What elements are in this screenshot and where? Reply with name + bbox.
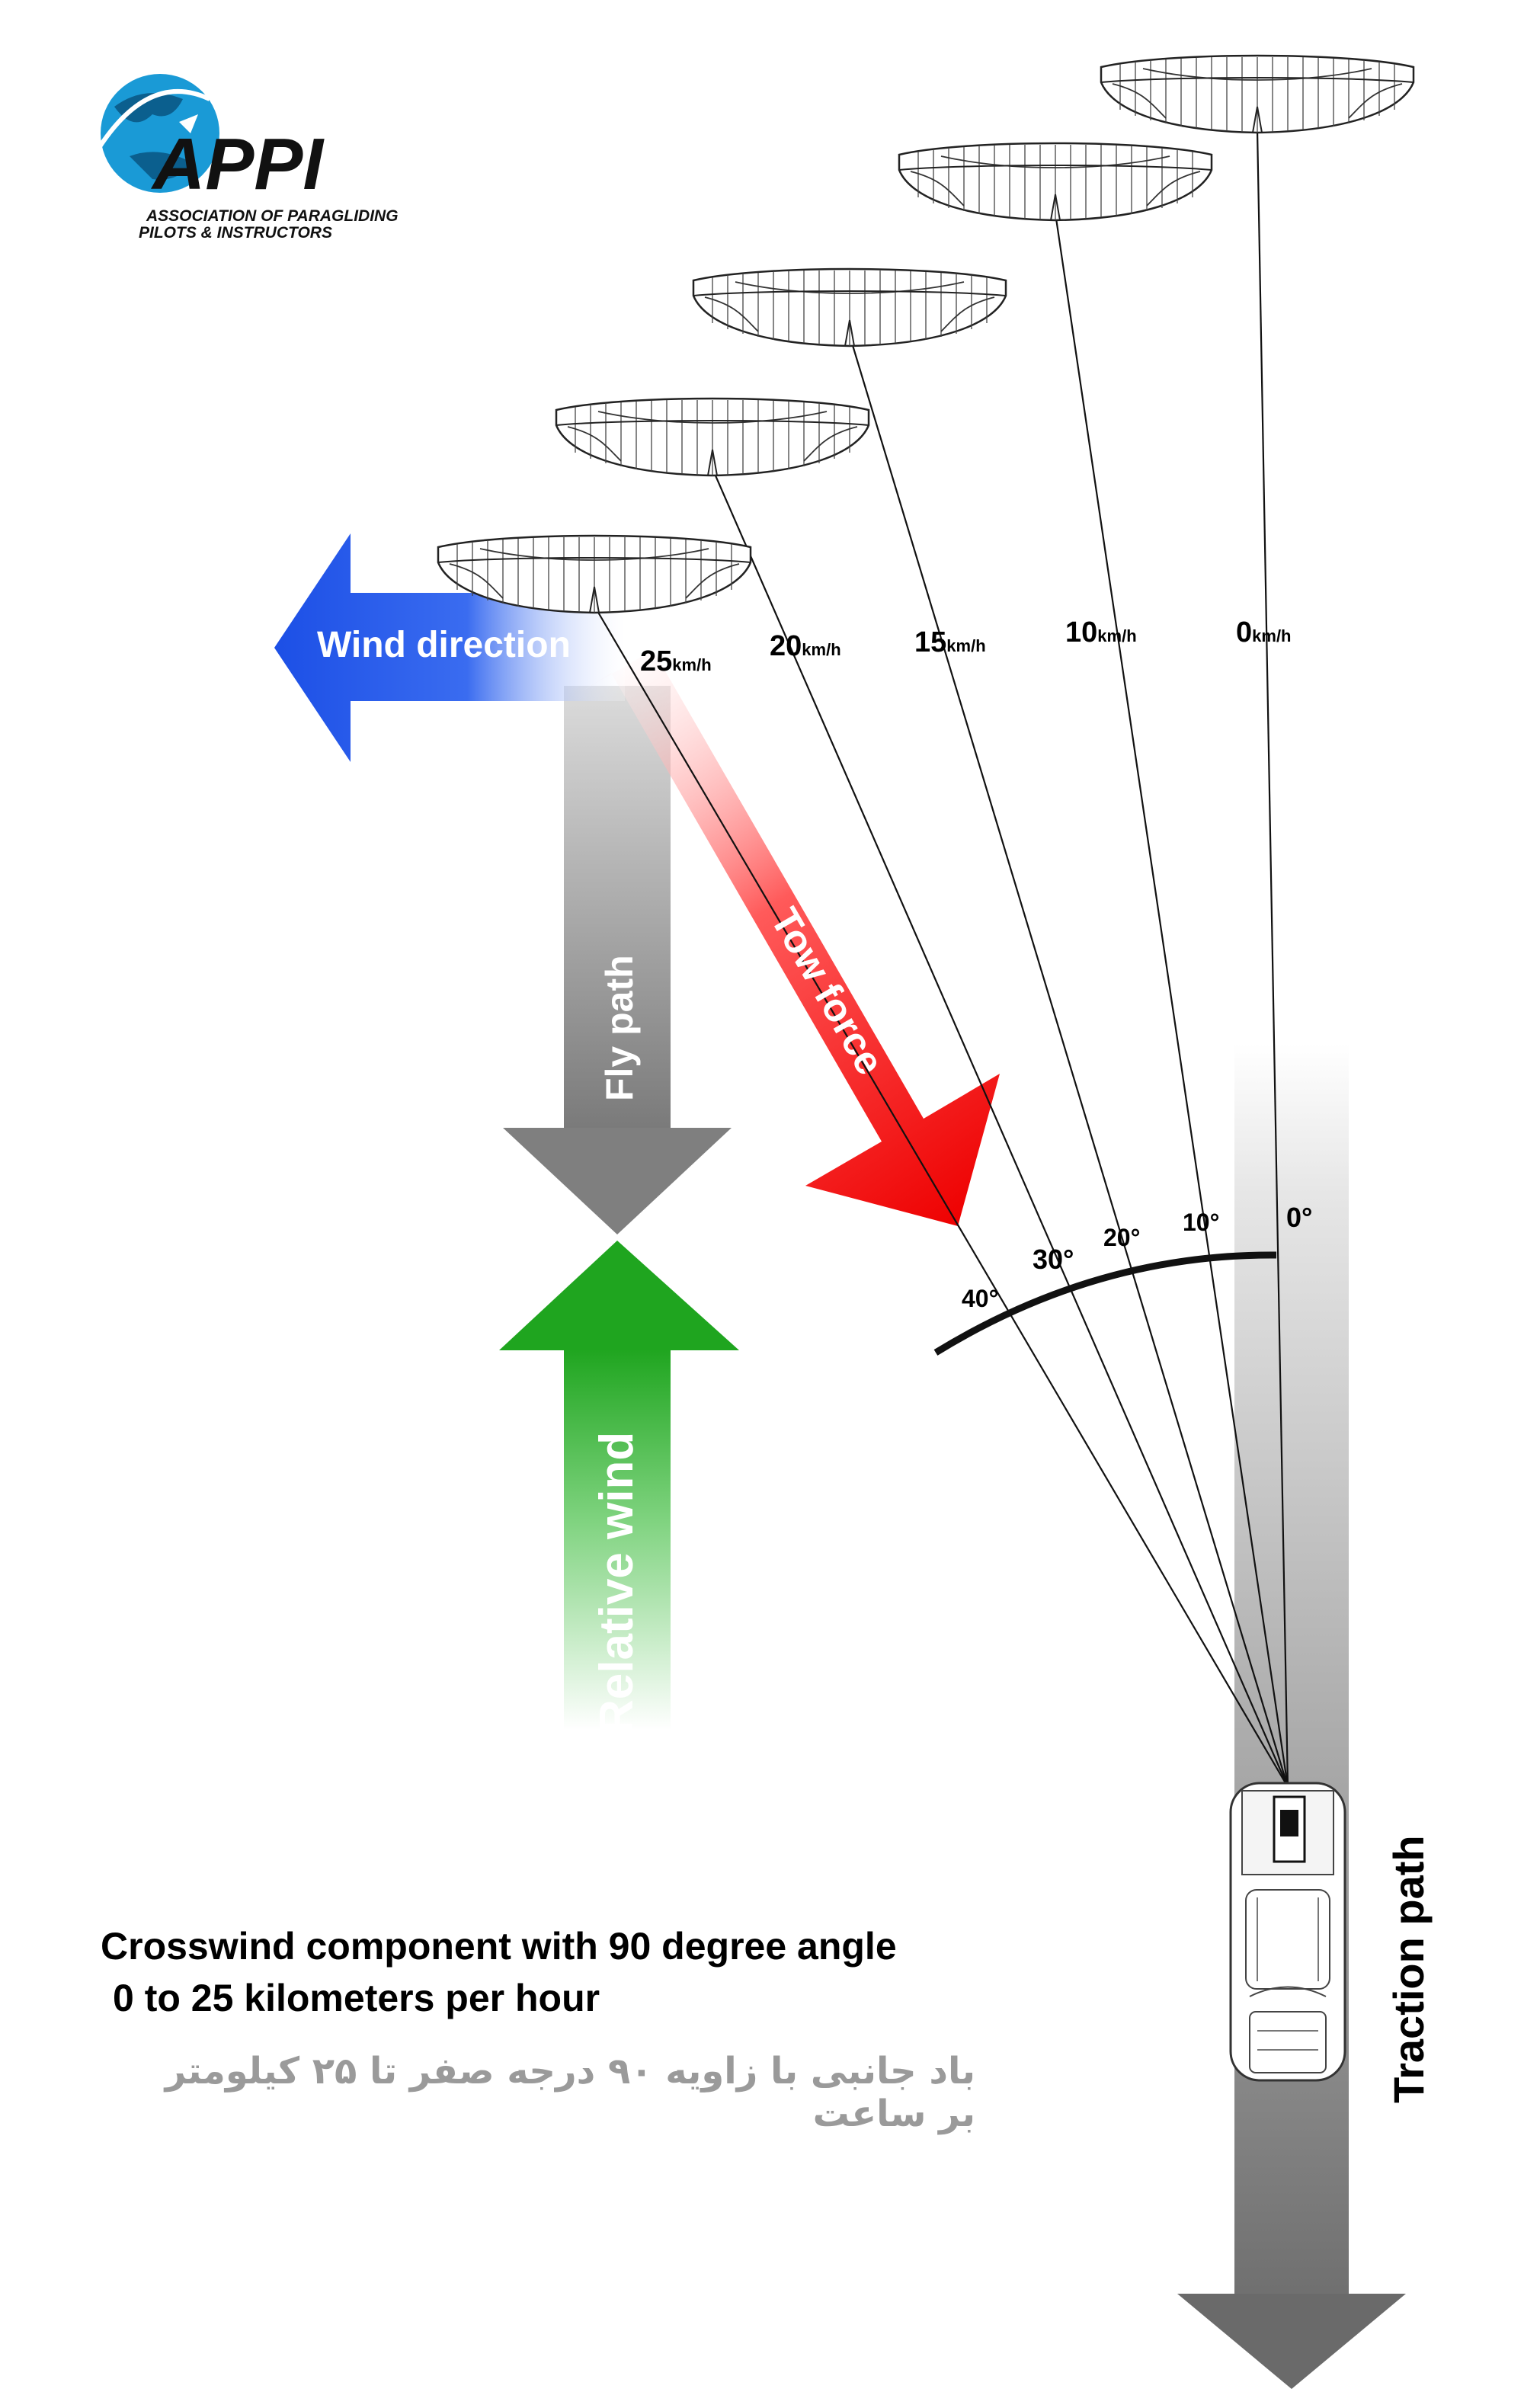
logo-name: APPI bbox=[151, 123, 325, 205]
caption-line1: Crosswind component with 90 degree angle bbox=[101, 1925, 897, 1968]
caption-line2: 0 to 25 kilometers per hour bbox=[113, 1977, 600, 2019]
tow-lines bbox=[594, 129, 1289, 1788]
fly-path-label: Fly path bbox=[598, 955, 641, 1101]
relative-wind-arrow bbox=[499, 1241, 739, 1730]
wind-speed-15: 15km/h bbox=[914, 626, 986, 658]
wind-speed-20: 20km/h bbox=[770, 630, 841, 662]
paraglider-0kmh bbox=[1100, 54, 1415, 134]
wind-speed-10: 10km/h bbox=[1065, 616, 1137, 648]
traction-path-label: Traction path bbox=[1385, 1835, 1433, 2103]
wind-speed-25: 25km/h bbox=[640, 645, 712, 677]
angle-30: 30° bbox=[1033, 1244, 1074, 1275]
appi-logo: APPI ASSOCIATION OF PARAGLIDING PILOTS &… bbox=[89, 74, 399, 242]
angle-0: 0° bbox=[1286, 1202, 1312, 1233]
angle-20: 20° bbox=[1103, 1224, 1140, 1251]
angle-40: 40° bbox=[962, 1285, 998, 1312]
paraglider-20kmh bbox=[555, 397, 870, 477]
wind-direction-arrow bbox=[274, 533, 625, 762]
caption-persian: باد جانبی با زاویه ۹۰ درجه صفر تا ۲۵ کیل… bbox=[165, 2050, 975, 2135]
paraglider-10kmh bbox=[898, 142, 1213, 222]
paraglider-15kmh bbox=[692, 267, 1007, 347]
fly-path-arrow bbox=[503, 686, 732, 1234]
relative-wind-label: Relative wind bbox=[591, 1432, 643, 1734]
wind-speed-0: 0km/h bbox=[1236, 616, 1292, 648]
tow-force-label: Tow force bbox=[762, 901, 892, 1082]
logo-line1: ASSOCIATION OF PARAGLIDING bbox=[146, 207, 399, 225]
tow-vehicle bbox=[1229, 1782, 1346, 2082]
traction-path-arrow bbox=[1177, 1044, 1406, 2389]
wind-direction-label: Wind direction bbox=[317, 625, 571, 665]
angle-arc bbox=[933, 1251, 1277, 1356]
angle-10: 10° bbox=[1183, 1209, 1219, 1236]
logo-line2: PILOTS & INSTRUCTORS bbox=[139, 224, 332, 242]
